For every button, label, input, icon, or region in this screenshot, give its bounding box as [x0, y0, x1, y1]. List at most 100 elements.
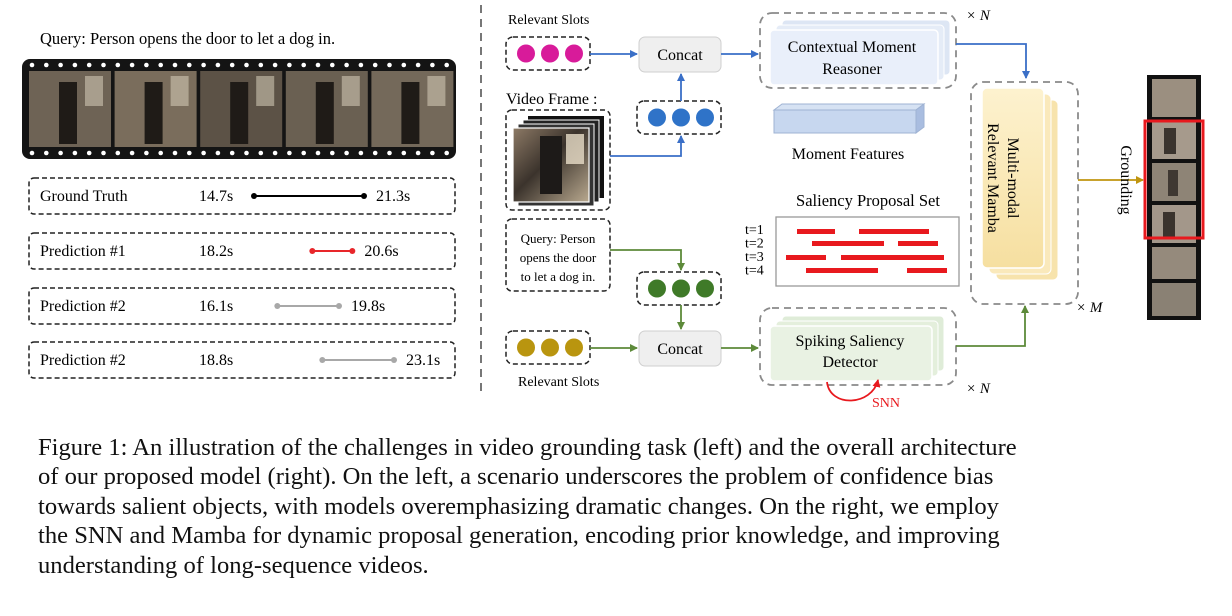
figure-diagram: Query: Person opens the door to let a do… — [22, 5, 1205, 411]
ssd-label-line1: Spiking Saliency — [796, 333, 905, 350]
token-dot — [696, 279, 714, 298]
sprocket-hole — [358, 62, 364, 68]
saliency-time-label: t=1 — [745, 223, 764, 238]
interval-end-dot — [336, 303, 342, 309]
contextual-moment-reasoner: Contextual Moment Reasoner — [759, 12, 957, 89]
row-start-time: 16.1s — [199, 298, 233, 315]
interval-start-dot — [309, 248, 316, 254]
saliency-time-label: t=3 — [745, 250, 764, 265]
sprocket-hole — [415, 62, 421, 68]
sprocket-hole — [258, 150, 264, 156]
film-figure — [59, 82, 77, 144]
arrow — [610, 135, 685, 157]
sprocket-hole — [415, 150, 421, 156]
caption-line: towards salient objects, with models ove… — [38, 492, 999, 520]
slot-dot — [541, 338, 559, 357]
sprocket-hole — [86, 150, 92, 156]
sprocket-hole — [301, 150, 307, 156]
interval-start-dot — [319, 357, 326, 363]
sprocket-hole — [444, 62, 450, 68]
token-dot — [696, 108, 714, 127]
sprocket-hole — [29, 62, 35, 68]
interval-end-dot — [391, 357, 397, 363]
sprocket-hole — [201, 62, 206, 68]
caption-line: Figure 1: An illustration of the challen… — [38, 434, 1017, 461]
interval-end-dot — [361, 193, 367, 199]
interval-start-dot — [274, 303, 281, 309]
sprocket-hole — [287, 62, 292, 68]
moment-features-label: Moment Features — [792, 146, 904, 163]
film-window — [341, 76, 360, 106]
timeline-row-box — [28, 232, 456, 270]
timeline-row-box — [28, 341, 456, 379]
sprocket-hole — [244, 150, 249, 156]
row-end-time: 19.8s — [351, 298, 385, 315]
sprocket-hole — [315, 62, 321, 68]
row-label: Ground Truth — [40, 188, 128, 205]
arrow — [956, 43, 1030, 79]
slot-dot — [517, 338, 535, 357]
sprocket-hole — [387, 62, 392, 68]
timeline-row-box — [28, 287, 456, 325]
sprocket-hole — [201, 150, 206, 156]
sprocket-hole — [229, 150, 235, 156]
interval-end-dot — [349, 248, 356, 254]
sprocket-hole — [229, 62, 235, 68]
sprocket-hole — [158, 150, 163, 156]
film-figure — [144, 82, 163, 144]
sprocket-hole — [72, 150, 78, 156]
film-figure — [230, 82, 249, 144]
row-end-time: 21.3s — [376, 188, 410, 205]
relevant-slots-bottom-label: Relevant Slots — [518, 375, 599, 390]
query-box-line1: Query: Person — [521, 231, 596, 246]
sprocket-hole — [129, 150, 135, 156]
sprocket-hole — [272, 62, 278, 68]
grounding-label: Grounding — [1117, 145, 1134, 214]
sprocket-hole — [430, 150, 435, 156]
sprocket-hole — [372, 150, 378, 156]
output-frame-strip — [1143, 75, 1205, 320]
film-window — [170, 76, 189, 106]
mamba-label-line2: Relevant Mamba — [984, 123, 1001, 233]
row-start-time: 18.2s — [199, 243, 233, 260]
sprocket-hole — [72, 62, 78, 68]
caption-line: understanding of long-sequence videos. — [38, 551, 429, 579]
sprocket-hole — [86, 62, 92, 68]
caption-line: of our proposed model (right). On the le… — [38, 463, 994, 491]
sprocket-hole — [272, 150, 278, 156]
arrow — [610, 249, 685, 271]
sprocket-hole — [187, 62, 192, 68]
multimodal-relevant-mamba: Multi-modal Relevant Mamba — [970, 81, 1079, 305]
sprocket-hole — [244, 62, 249, 68]
query-box-line3: to let a dog in. — [521, 269, 596, 284]
saliency-box — [775, 216, 960, 287]
sprocket-hole — [115, 62, 121, 68]
query-box — [505, 218, 611, 292]
times-n-bottom: × N — [966, 381, 991, 397]
sprocket-hole — [344, 150, 349, 156]
cmr-label-line2: Reasoner — [822, 61, 882, 78]
token-dot — [648, 279, 666, 298]
sprocket-hole — [187, 150, 192, 156]
arrow — [956, 305, 1029, 347]
film-window — [256, 76, 275, 106]
relevant-slots-top-label: Relevant Slots — [508, 13, 589, 28]
sprocket-hole — [158, 62, 163, 68]
row-label: Prediction #1 — [40, 243, 126, 260]
sprocket-hole — [29, 150, 35, 156]
sprocket-hole — [344, 62, 349, 68]
video-frame-stack — [512, 116, 604, 207]
sprocket-hole — [44, 62, 49, 68]
token-dot — [672, 108, 690, 127]
visual-tokens — [636, 100, 722, 135]
text-tokens — [636, 271, 722, 306]
query-text: Query: Person opens the door to let a do… — [40, 29, 335, 48]
saliency-bars — [786, 229, 947, 273]
row-start-time: 18.8s — [199, 352, 233, 369]
token-dot — [648, 108, 666, 127]
grounding-highlight — [1143, 119, 1205, 240]
saliency-time-label: t=4 — [745, 264, 764, 279]
sprocket-hole — [401, 150, 407, 156]
snn-label: SNN — [872, 396, 900, 411]
